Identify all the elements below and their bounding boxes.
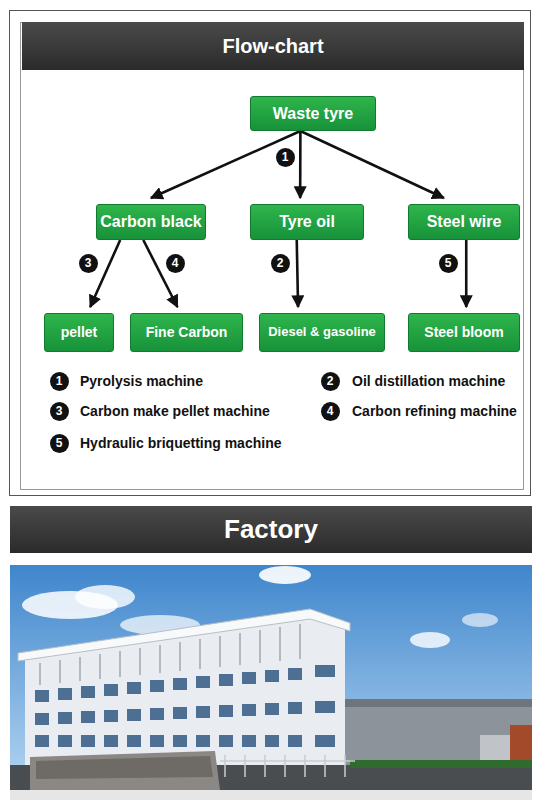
- callout-number: 2: [271, 254, 290, 273]
- box-label: Diesel & gasoline: [268, 325, 376, 339]
- callout-number: 1: [276, 148, 295, 167]
- flow-arrow: [151, 131, 300, 198]
- flow-arrow: [299, 131, 302, 198]
- flow-arrow: [90, 240, 120, 307]
- box-label: pellet: [61, 325, 98, 340]
- legend-label: Carbon refining machine: [352, 402, 517, 421]
- callout-number: 3: [50, 402, 69, 421]
- section-frame: [9, 10, 531, 496]
- callout-number: 4: [321, 402, 340, 421]
- callout-number: 2: [321, 372, 340, 391]
- box-label: Steel bloom: [424, 325, 503, 340]
- section-title: Factory: [10, 506, 532, 553]
- box-label: Waste tyre: [273, 105, 353, 123]
- factory-photo: [10, 565, 532, 800]
- process-box: Steel bloom: [408, 313, 520, 352]
- flow-arrow: [300, 131, 443, 198]
- process-box: Steel wire: [408, 204, 520, 240]
- callout-number: 4: [166, 254, 185, 273]
- callout-number: 1: [50, 372, 69, 391]
- process-box: pellet: [44, 313, 114, 352]
- flow-arrow: [465, 240, 468, 307]
- flow-arrow: [143, 240, 177, 307]
- process-box: Diesel & gasoline: [259, 313, 385, 352]
- box-label: Carbon black: [100, 213, 201, 231]
- flow-arrow: [297, 240, 298, 307]
- legend-label: Pyrolysis machine: [80, 372, 203, 391]
- process-box: Fine Carbon: [130, 313, 243, 352]
- legend-label: Hydraulic briquetting machine: [80, 434, 281, 453]
- box-label: Fine Carbon: [146, 325, 228, 340]
- callout-number: 5: [50, 434, 69, 453]
- process-box: Carbon black: [96, 204, 206, 240]
- legend-label: Carbon make pellet machine: [80, 402, 270, 421]
- section-title: Flow-chart: [22, 22, 524, 70]
- callout-number: 5: [439, 254, 458, 273]
- process-box: Tyre oil: [250, 204, 364, 240]
- process-box: Waste tyre: [250, 96, 376, 131]
- legend-label: Oil distillation machine: [352, 372, 505, 391]
- box-label: Steel wire: [427, 213, 502, 231]
- box-label: Tyre oil: [279, 213, 335, 231]
- callout-number: 3: [79, 254, 98, 273]
